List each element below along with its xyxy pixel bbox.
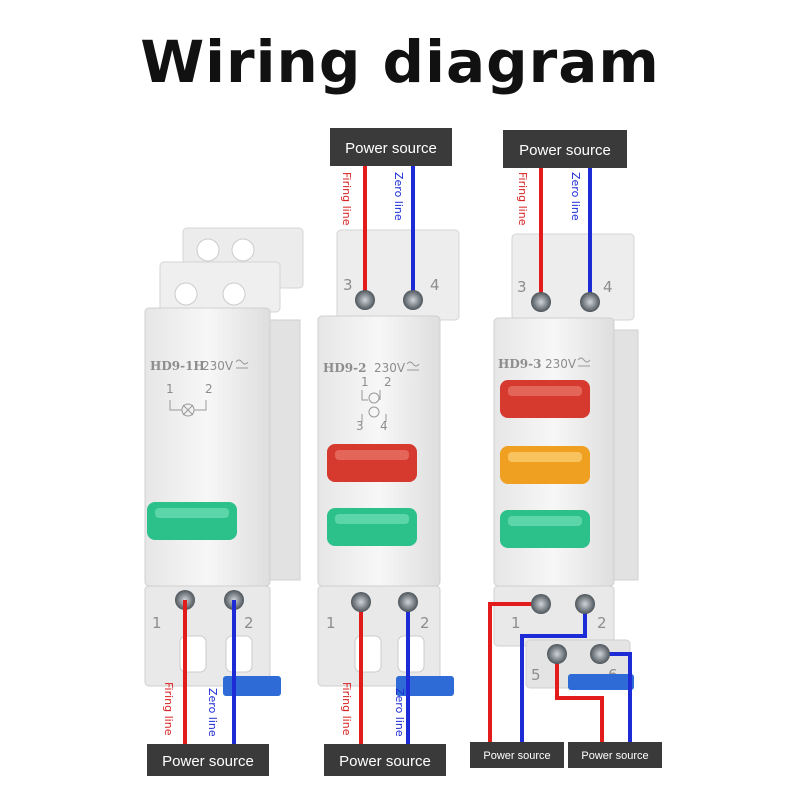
firing-line-label: Firing line xyxy=(162,682,175,736)
terminal-1: 1 xyxy=(511,614,521,632)
lamp-symbol-icon xyxy=(361,390,387,422)
terminal-4: 4 xyxy=(430,276,440,294)
terminal-3: 3 xyxy=(343,276,353,294)
terminal-4: 4 xyxy=(603,278,613,296)
lamp-green xyxy=(147,502,237,540)
power-source-box xyxy=(503,130,627,168)
voltage-label: 230V xyxy=(202,359,234,373)
device-hd9-3: Power source Firing line Zero line 3 4 H… xyxy=(470,130,662,768)
lamp-amber xyxy=(500,446,590,484)
model-label: HD9-3 xyxy=(498,357,541,371)
screw-terminal-icon xyxy=(403,290,423,310)
svg-text:1: 1 xyxy=(152,614,162,632)
lamp-green xyxy=(500,510,590,548)
screw-terminal-icon xyxy=(398,592,418,612)
model-label: HD9-1H xyxy=(150,359,205,373)
voltage-label: 230V xyxy=(374,361,406,375)
power-source-label: Power source xyxy=(339,753,431,770)
power-source-box xyxy=(330,128,452,166)
firing-line-label: Firing line xyxy=(340,172,353,226)
firing-line-label: Firing line xyxy=(516,172,529,226)
svg-text:2: 2 xyxy=(205,382,213,396)
ac-symbol-icon xyxy=(235,359,249,369)
power-source-label: Power source xyxy=(345,140,437,157)
lamp-red xyxy=(500,380,590,418)
voltage-label: 230V xyxy=(545,357,577,371)
device-hd9-1h: HD9-1H 230V 1 2 1 2 Firing line Zero lin… xyxy=(144,227,304,776)
svg-text:3: 3 xyxy=(356,419,364,433)
screw-terminal-icon xyxy=(547,644,567,664)
svg-text:1: 1 xyxy=(361,375,369,389)
zero-line-label: Zero line xyxy=(393,688,406,737)
screw-terminal-icon xyxy=(590,644,610,664)
power-source-label: Power source xyxy=(483,750,550,762)
terminal-5: 5 xyxy=(531,666,541,684)
svg-text:1: 1 xyxy=(166,382,174,396)
lamp-symbol-icon xyxy=(169,400,207,417)
terminal-1: 1 xyxy=(326,614,336,632)
svg-text:4: 4 xyxy=(380,419,388,433)
device-hd9-2: Power source Firing line Zero line 3 4 H… xyxy=(317,128,460,776)
screw-terminal-icon xyxy=(531,292,551,312)
lamp-green xyxy=(327,508,417,546)
firing-line-label: Firing line xyxy=(340,682,353,736)
ac-symbol-icon xyxy=(406,361,420,371)
power-source-box xyxy=(470,742,564,768)
power-source-label: Power source xyxy=(519,142,611,159)
screw-terminal-icon xyxy=(531,594,551,614)
power-source-box xyxy=(324,744,446,776)
model-label: HD9-2 xyxy=(323,361,366,375)
svg-text:2: 2 xyxy=(384,375,392,389)
zero-line-label: Zero line xyxy=(569,172,582,221)
svg-text:2: 2 xyxy=(244,614,254,632)
ac-symbol-icon xyxy=(577,357,591,367)
zero-line-label: Zero line xyxy=(206,688,219,737)
power-source-box xyxy=(147,744,269,776)
lamp-red xyxy=(327,444,417,482)
terminal-3: 3 xyxy=(517,278,527,296)
zero-line-label: Zero line xyxy=(392,172,405,221)
screw-terminal-icon xyxy=(355,290,375,310)
power-source-box xyxy=(568,742,662,768)
screw-terminal-icon xyxy=(351,592,371,612)
power-source-label: Power source xyxy=(581,750,648,762)
terminal-2: 2 xyxy=(420,614,430,632)
power-source-label: Power source xyxy=(162,753,254,770)
screw-terminal-icon xyxy=(575,594,595,614)
page-title: Wiring diagram xyxy=(140,28,660,96)
terminal-2: 2 xyxy=(597,614,607,632)
screw-terminal-icon xyxy=(580,292,600,312)
